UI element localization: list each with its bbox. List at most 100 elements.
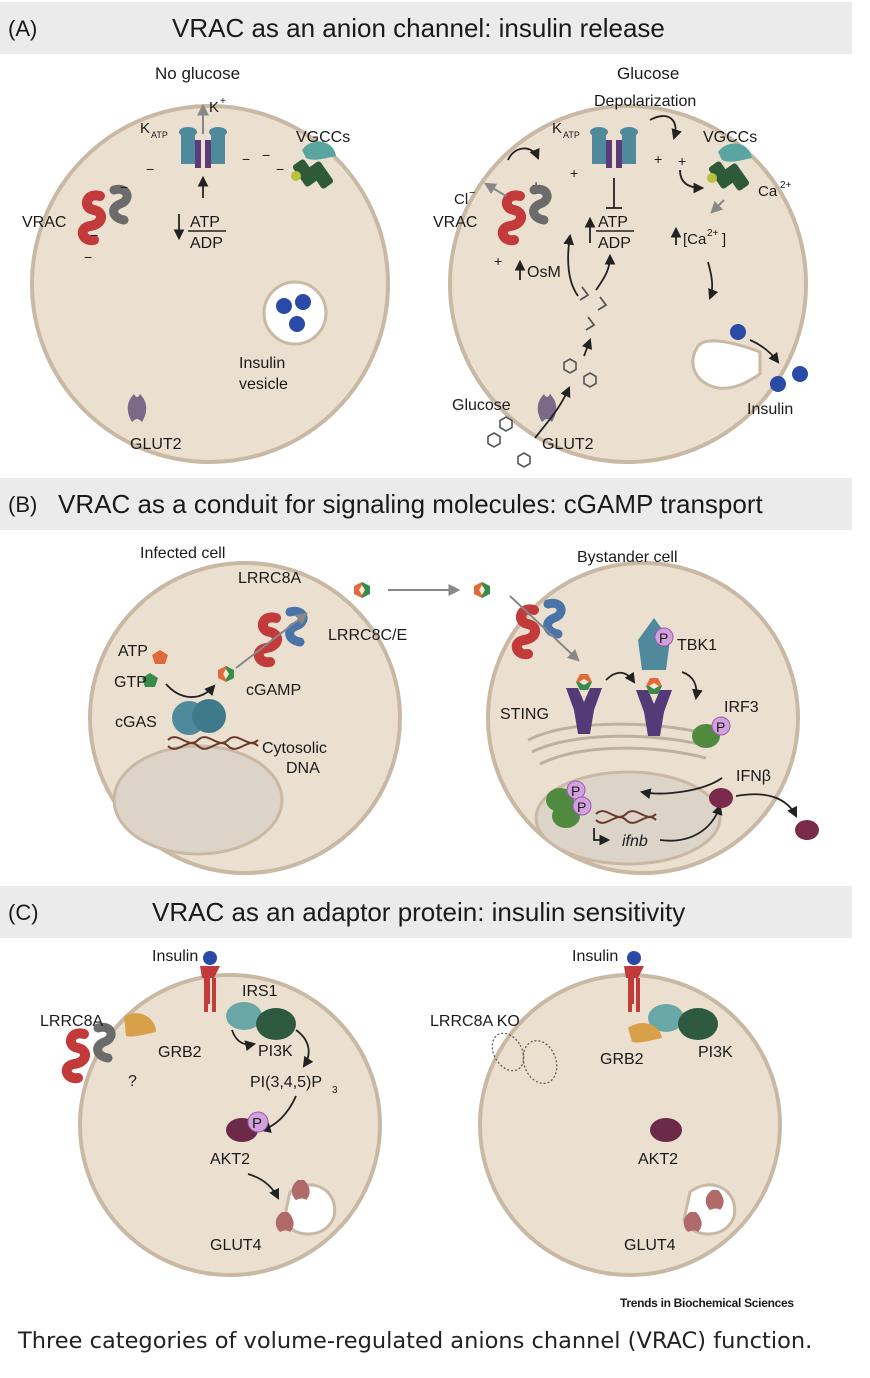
insulin-granule	[276, 298, 292, 314]
insulin-granule	[770, 376, 786, 392]
panel-c-label: (C)	[8, 900, 39, 925]
pip3-label: PI(3,4,5)P	[250, 1074, 322, 1091]
adp-right: ADP	[598, 235, 631, 252]
beta-cell-no-glucose	[30, 104, 390, 464]
glut4-transporter	[683, 1212, 702, 1232]
plus-sign: +	[570, 165, 578, 181]
minus-sign: −	[84, 249, 92, 265]
er-membrane	[531, 734, 709, 754]
irs1-protein-right	[648, 1004, 684, 1032]
infected-cell-heading: Infected cell	[140, 545, 225, 562]
cgamp-transit	[474, 582, 490, 598]
insulin-granule	[295, 294, 311, 310]
minus-sign: −	[120, 179, 128, 195]
insulin-granule	[792, 366, 808, 382]
plus-sign: +	[494, 253, 502, 269]
irf3-dimer	[552, 804, 580, 828]
sting-dimer	[566, 688, 602, 734]
sting-label: STING	[500, 706, 549, 723]
lrrc8a-label-c: LRRC8A	[40, 1013, 103, 1030]
akt2-label-right: AKT2	[638, 1151, 678, 1168]
glucose-label: Glucose	[452, 397, 511, 414]
lrrc8a-label-b: LRRC8A	[238, 570, 301, 587]
nucleus-infected	[112, 744, 284, 856]
insulin-label-c-right: Insulin	[572, 948, 618, 965]
pip3-sub: 3	[332, 1085, 338, 1096]
exocytosis-pocket	[691, 339, 762, 390]
glucose-molecule	[487, 432, 501, 448]
glut4-transporter	[705, 1190, 724, 1210]
cgamp-label: cGAMP	[246, 682, 301, 699]
glucose-molecule	[499, 416, 513, 432]
k-ion-left: K	[209, 99, 219, 116]
vrac-label-right: VRAC	[433, 214, 477, 231]
atp-left: ATP	[190, 214, 220, 231]
panel-b-header	[0, 478, 852, 530]
ifnb-label: IFNβ	[736, 768, 771, 785]
vgcc-label-left: VGCCs	[296, 129, 350, 146]
phospho-group	[247, 1111, 269, 1133]
gtp-molecule	[142, 673, 158, 687]
katp-label-left-sub: ATP	[151, 130, 168, 140]
panel-c-title: VRAC as an adaptor protein: insulin sens…	[152, 897, 686, 927]
minus-sign: −	[90, 227, 98, 243]
ifnb-gene-label: ifnb	[622, 833, 648, 850]
plus-sign: +	[654, 151, 662, 167]
k-ion-left-sup: +	[220, 96, 226, 107]
atp-label-b: ATP	[118, 643, 148, 660]
glucose-molecule	[517, 452, 531, 468]
minus-sign: −	[146, 161, 154, 177]
cytosolic-dna	[167, 736, 259, 744]
depolarization-label: Depolarization	[594, 93, 696, 110]
insulin-vesicle-label-2: vesicle	[239, 376, 288, 393]
cgamp-exported	[354, 582, 370, 598]
lrrc8a-ko-label: LRRC8A KO	[430, 1013, 520, 1030]
ca-intracellular-open: [Ca	[683, 231, 707, 248]
pi3k-protein-right	[678, 1008, 718, 1040]
adp-left: ADP	[190, 235, 223, 252]
insulin-label-c-left: Insulin	[152, 948, 198, 965]
minus-sign: −	[276, 161, 284, 177]
sting-tbk1-complex	[636, 690, 672, 736]
plus-sign: +	[678, 153, 686, 169]
phospho-label: P	[716, 719, 725, 735]
ca-ion-sup: 2+	[780, 180, 792, 191]
irf3-label: IRF3	[724, 699, 759, 716]
panel-b-title: VRAC as a conduit for signaling molecule…	[58, 489, 763, 519]
ca-intracellular-close: ]	[722, 231, 726, 248]
cgas-label: cGAS	[115, 714, 157, 731]
glucose-heading: Glucose	[617, 64, 679, 83]
cl-ion-sup: −	[469, 187, 475, 199]
insulin-ligand	[627, 951, 641, 965]
pi3k-protein	[256, 1008, 296, 1040]
question-mark: ?	[128, 1073, 137, 1090]
adipocyte-ko	[478, 973, 782, 1277]
panel-b-label: (B)	[8, 492, 38, 517]
figure-caption: Three categories of volume-regulated ani…	[18, 1328, 813, 1354]
panel-a-label: (A)	[8, 16, 38, 41]
grb2-label-left: GRB2	[158, 1044, 202, 1061]
insulin-granule	[289, 316, 305, 332]
katp-label-left: K	[140, 120, 150, 137]
osm-label: OsM	[527, 264, 561, 281]
er-membrane	[539, 746, 707, 766]
no-glucose-heading: No glucose	[155, 64, 240, 83]
cgas-enzyme	[192, 699, 226, 733]
grb2-protein-right	[628, 1023, 662, 1043]
katp-label-right-sub: ATP	[563, 130, 580, 140]
glut4-transporter	[291, 1180, 310, 1200]
minus-sign: −	[242, 151, 250, 167]
ca-ion-label: Ca	[758, 183, 778, 200]
insulin-vesicle	[262, 280, 328, 346]
dna-label-1: Cytosolic	[262, 740, 327, 757]
ifnb-secreted	[795, 820, 819, 840]
insulin-receptor	[624, 966, 644, 1004]
vrac-label-left: VRAC	[22, 214, 66, 231]
phospho-label: P	[659, 630, 668, 646]
panel-a-title: VRAC as an anion channel: insulin releas…	[172, 13, 665, 43]
grb2-protein-left	[124, 1013, 156, 1037]
tbk1-label: TBK1	[677, 637, 717, 654]
bystander-cell-heading: Bystander cell	[577, 549, 678, 566]
vgcc-label-right: VGCCs	[703, 129, 757, 146]
